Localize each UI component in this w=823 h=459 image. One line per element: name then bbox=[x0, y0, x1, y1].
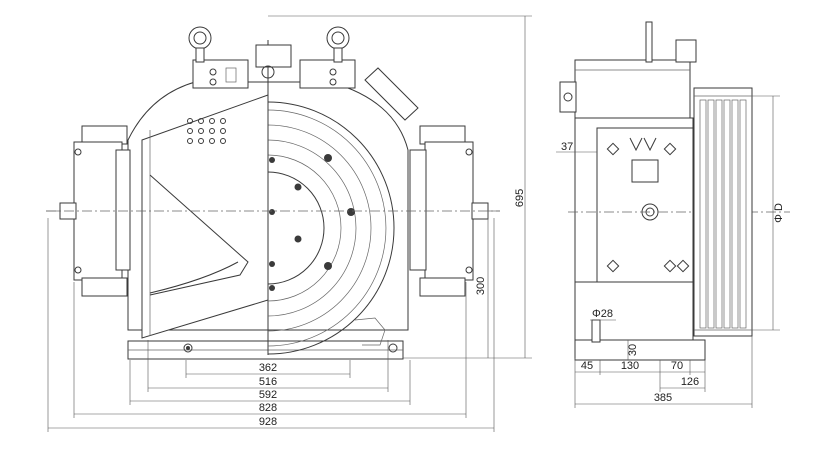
dim-300: 300 bbox=[475, 277, 487, 295]
side-top-box bbox=[574, 59, 691, 121]
dim-phi-d: Φ D bbox=[773, 203, 785, 223]
dim-828: 828 bbox=[259, 402, 277, 414]
dim-695: 695 bbox=[514, 189, 526, 207]
dim-45: 45 bbox=[581, 360, 593, 372]
dim-592: 592 bbox=[259, 389, 277, 401]
lifting-eye-right bbox=[326, 26, 350, 50]
front-view bbox=[46, 26, 500, 360]
dim-30: 30 bbox=[627, 344, 639, 356]
side-base bbox=[574, 339, 706, 361]
terminal-box bbox=[364, 67, 419, 121]
vent-holes bbox=[187, 118, 226, 144]
side-bolts bbox=[606, 142, 690, 273]
motor-fins bbox=[693, 87, 753, 337]
dim-362: 362 bbox=[259, 362, 277, 374]
dim-70: 70 bbox=[671, 360, 683, 372]
side-dimensions: 37 Φ D Φ28 30 45 130 70 126 385 bbox=[556, 95, 785, 408]
center-lug bbox=[255, 44, 292, 68]
top-bracket-right bbox=[299, 59, 356, 89]
side-view bbox=[559, 21, 790, 361]
cover-plate bbox=[141, 94, 269, 339]
dim-516: 516 bbox=[259, 376, 277, 388]
front-dimensions: 695 300 362 516 592 828 928 bbox=[47, 15, 532, 432]
dim-385: 385 bbox=[654, 392, 672, 404]
release-lever bbox=[645, 21, 653, 63]
dim-126: 126 bbox=[681, 376, 699, 388]
lifting-eye-left bbox=[188, 26, 212, 50]
sheave-hub bbox=[267, 171, 325, 285]
dim-phi28: Φ28 bbox=[592, 308, 613, 320]
dim-37: 37 bbox=[561, 141, 573, 153]
dim-130: 130 bbox=[621, 360, 639, 372]
dim-928: 928 bbox=[259, 416, 277, 428]
top-bracket-left bbox=[192, 59, 249, 89]
